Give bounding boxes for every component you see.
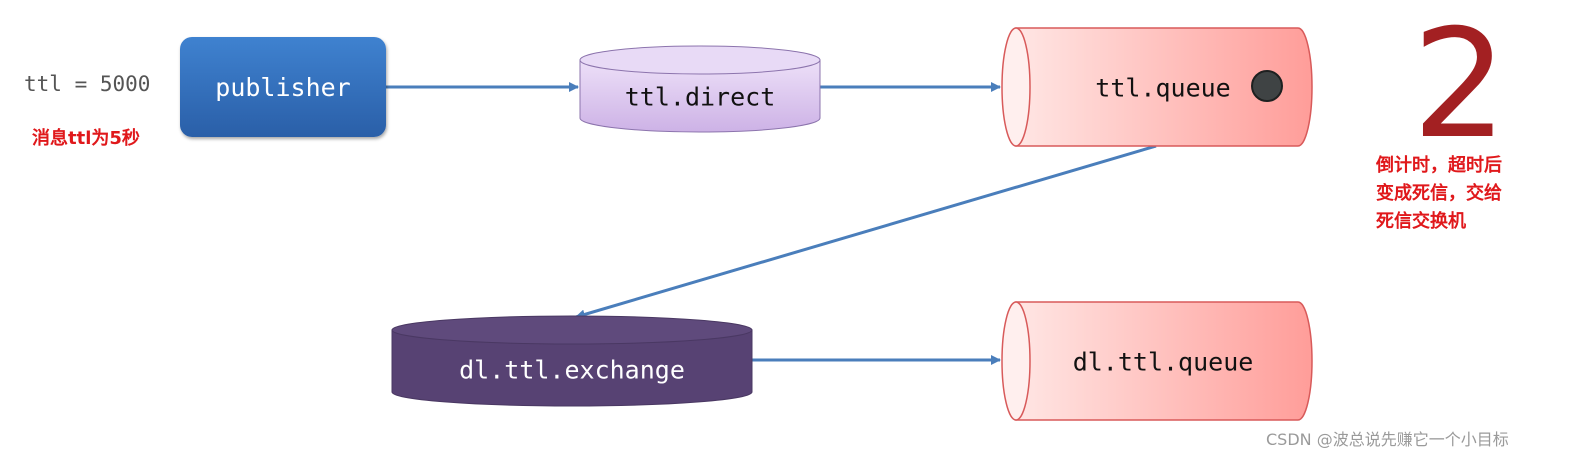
message-ttl-code: ttl = 5000 bbox=[24, 72, 151, 96]
ttl-queue-label: ttl.queue bbox=[1095, 73, 1231, 103]
dl-ttl-exchange-label: dl.ttl.exchange bbox=[459, 355, 685, 385]
step-number: 2 bbox=[1412, 0, 1508, 172]
countdown-note: 倒计时，超时后 变成死信，交给 死信交换机 bbox=[1376, 152, 1502, 236]
message-dot-icon bbox=[1251, 70, 1283, 102]
watermark: CSDN @波总说先赚它一个小目标 bbox=[1266, 430, 1509, 449]
countdown-note-line: 倒计时，超时后 bbox=[1376, 155, 1502, 176]
publisher-node: publisher bbox=[180, 37, 386, 137]
publisher-label: publisher bbox=[215, 72, 351, 102]
message-ttl-note: 消息ttl为5秒 bbox=[32, 128, 140, 149]
dl-ttl-queue-label: dl.ttl.queue bbox=[1072, 347, 1254, 377]
countdown-note-line: 变成死信，交给 bbox=[1376, 183, 1502, 204]
ttl-direct-label: ttl.direct bbox=[624, 82, 776, 112]
arrow-queue-to-dl-exchange bbox=[575, 144, 1157, 320]
ttl-queue-shape bbox=[1001, 27, 1313, 147]
dl-ttl-queue-shape bbox=[1001, 301, 1313, 421]
countdown-note-line: 死信交换机 bbox=[1376, 211, 1466, 232]
ttl-direct-exchange-shape bbox=[579, 45, 821, 133]
dl-ttl-exchange-shape bbox=[391, 315, 753, 407]
